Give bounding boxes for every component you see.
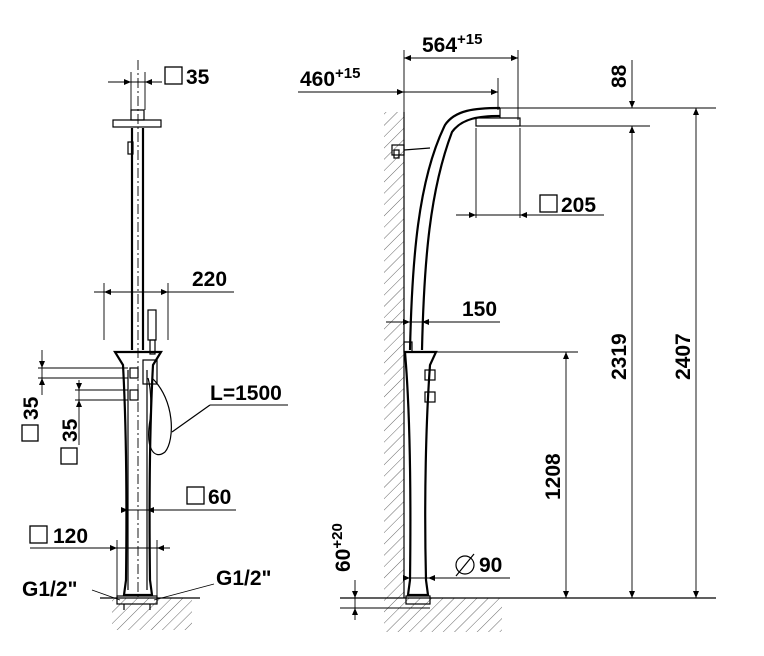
side-column-offset-label: 150	[462, 298, 497, 321]
front-column-square-label: 60	[208, 486, 231, 509]
side-floor-depth-label: 60+20	[329, 523, 355, 572]
front-valve-spacing-2-label: 35	[59, 418, 82, 442]
side-base-diameter-label: 90	[479, 554, 502, 577]
side-wall-offset-label: 460+15	[300, 65, 361, 91]
side-head-square-label: 205	[561, 194, 596, 217]
front-inlet-left-label: G1/2"	[22, 578, 77, 601]
side-mixer-height-label: 1208	[542, 453, 565, 500]
side-head-offset-label: 564+15	[422, 31, 483, 57]
front-view: 35 220 L=1500	[20, 60, 288, 630]
side-floor-hatch	[404, 598, 502, 632]
front-inlet-right-label: G1/2"	[216, 567, 271, 590]
side-total-height-label: 2407	[672, 333, 695, 380]
side-view: 460+15 564+15 205 150 1208 2319 240	[298, 31, 716, 632]
side-top-gap-label: 88	[608, 64, 631, 88]
front-top-square-label: 35	[186, 66, 210, 89]
side-head-height-label: 2319	[608, 333, 631, 380]
front-floor-hatch	[112, 598, 192, 630]
front-hose-length-label: L=1500	[210, 382, 282, 405]
front-arm-width-label: 220	[192, 268, 227, 291]
front-valve-spacing-1-label: 35	[20, 396, 43, 420]
wall-hatch	[384, 112, 404, 632]
front-base-square-label: 120	[53, 525, 88, 548]
